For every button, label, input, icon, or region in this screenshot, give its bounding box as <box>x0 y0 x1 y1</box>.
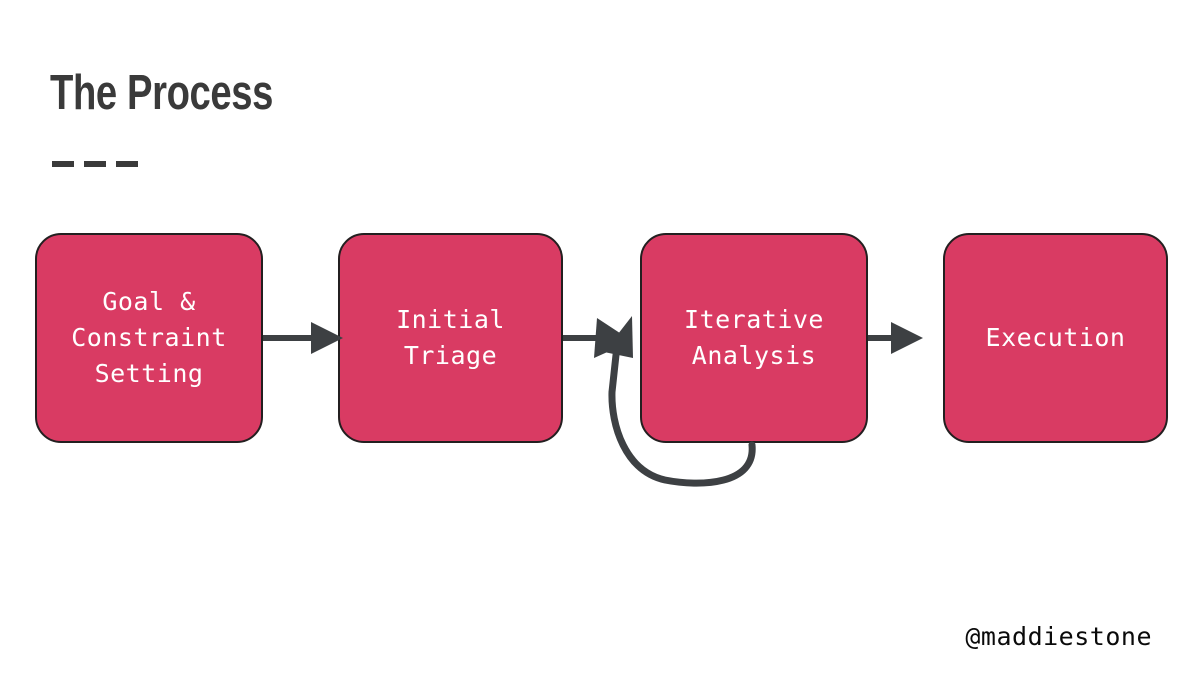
flow-step-initial-triage[interactable]: Initial Triage <box>338 233 563 443</box>
connector-triage-to-analysis <box>563 318 632 358</box>
divider-dash-3 <box>116 161 138 167</box>
flow-step-goal-constraint-setting[interactable]: Goal & Constraint Setting <box>35 233 263 443</box>
author-handle: @maddiestone <box>965 622 1152 651</box>
flow-step-execution[interactable]: Execution <box>943 233 1168 443</box>
flow-step-iterative-analysis[interactable]: Iterative Analysis <box>640 233 868 443</box>
title-divider <box>52 161 138 169</box>
divider-dash-2 <box>84 161 106 167</box>
divider-dash-1 <box>52 161 74 167</box>
connector-goal-to-triage <box>263 322 343 354</box>
page-title: The Process <box>50 66 274 120</box>
connector-analysis-to-execution <box>868 322 923 354</box>
